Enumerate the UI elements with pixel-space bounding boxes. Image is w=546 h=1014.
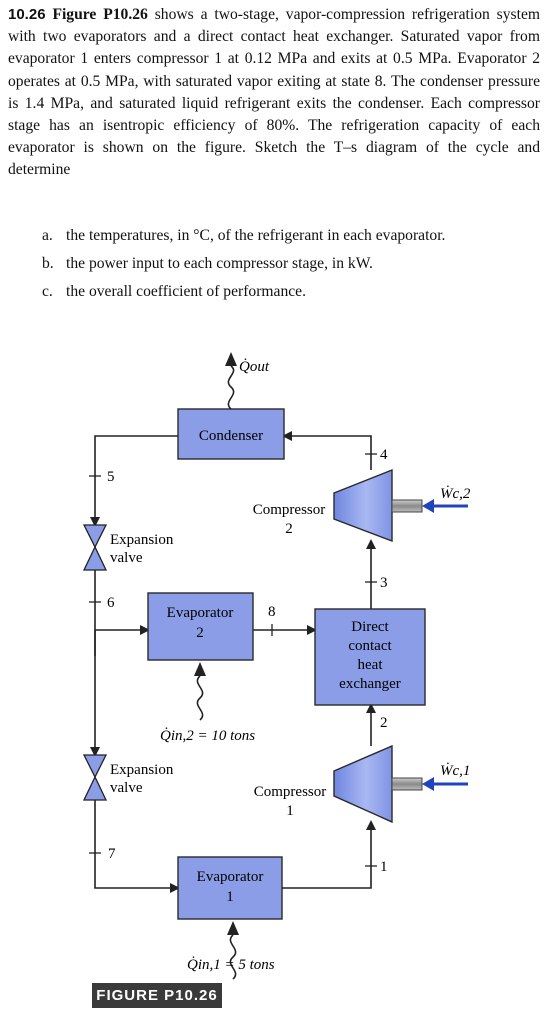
q-out-arrow: [225, 352, 237, 410]
expansion-valve-lower-label1: Expansion: [110, 762, 174, 778]
question-item-c: c. the overall coefficient of performance…: [42, 278, 532, 306]
figure-caption: FIGURE P10.26: [92, 983, 222, 1008]
state-8: 8: [268, 604, 276, 620]
expansion-valve-lower: [82, 754, 108, 801]
problem-statement: 10.26 Figure P10.26 shows a two-stage, v…: [8, 4, 540, 182]
compressor-1-work-arrow: Ẇc,1: [422, 762, 470, 791]
state-4: 4: [380, 447, 388, 463]
line-7: [94, 800, 180, 893]
compressor-1-work-label: Ẇc,1: [440, 762, 470, 779]
question-label: b.: [42, 255, 54, 272]
evaporator-2: Evaporator 2: [147, 592, 254, 661]
piping: [90, 431, 376, 893]
q-in1-label: Q̇in,1 = 5 tons: [187, 957, 275, 973]
heat-exchanger-line3: heat: [358, 657, 384, 673]
q-in2-arrow: [194, 662, 206, 721]
question-item-b: b. the power input to each compressor sta…: [42, 250, 532, 278]
condenser: Condenser: [177, 408, 285, 460]
compressor-2-label: Compressor: [253, 502, 326, 518]
expansion-valve-upper: [82, 524, 108, 571]
question-list: a. the temperatures, in °C, of the refrig…: [42, 222, 532, 306]
compressor-1-number: 1: [286, 803, 294, 819]
problem-number: 10.26: [8, 6, 46, 23]
evaporator-1-number: 1: [226, 889, 234, 905]
evaporator-2-number: 2: [196, 625, 204, 641]
question-item-a: a. the temperatures, in °C, of the refrig…: [42, 222, 532, 250]
state-2: 2: [380, 715, 388, 731]
evaporator-1-label: Evaporator: [197, 869, 264, 885]
heat-exchanger: Direct contact heat exchanger: [314, 608, 426, 706]
compressor-2-work-label: Ẇc,2: [440, 485, 471, 502]
evaporator-2-label: Evaporator: [167, 605, 234, 621]
q-out-label: Q̇out: [239, 359, 270, 375]
compressor-2-work-arrow: Ẇc,2: [422, 485, 471, 513]
heat-exchanger-line4: exchanger: [339, 676, 401, 692]
figure-reference: Figure P10.26: [52, 6, 148, 23]
compressor-1: Compressor 1: [254, 744, 423, 824]
heat-exchanger-line2: contact: [348, 638, 392, 654]
q-in2-label: Q̇in,2 = 10 tons: [160, 728, 255, 744]
problem-text: shows a two-stage, vapor-compression ref…: [8, 6, 540, 179]
state-5: 5: [107, 469, 115, 485]
line-1: [282, 820, 376, 889]
compressor-1-label: Compressor: [254, 784, 327, 800]
evaporator-1: Evaporator 1: [177, 856, 283, 920]
expansion-valve-upper-label1: Expansion: [110, 532, 174, 548]
compressor-2: Compressor 2: [253, 468, 423, 543]
question-text: the overall coefficient of performance.: [66, 283, 306, 300]
state-6: 6: [107, 595, 115, 611]
heat-exchanger-line1: Direct: [351, 619, 389, 635]
state-3: 3: [380, 575, 388, 591]
question-label: a.: [42, 227, 53, 244]
line-5: [90, 435, 178, 527]
question-text: the temperatures, in °C, of the refriger…: [66, 227, 446, 244]
question-text: the power input to each compressor stage…: [66, 255, 373, 272]
state-7: 7: [108, 846, 116, 862]
expansion-valve-lower-label2: valve: [110, 780, 143, 796]
question-label: c.: [42, 283, 53, 300]
q-in1-arrow: [227, 921, 239, 980]
condenser-label: Condenser: [199, 428, 263, 444]
expansion-valve-upper-label2: valve: [110, 550, 143, 566]
compressor-2-number: 2: [285, 521, 293, 537]
state-1: 1: [380, 859, 388, 875]
line-4: [282, 431, 372, 470]
state-markers: [89, 453, 377, 867]
